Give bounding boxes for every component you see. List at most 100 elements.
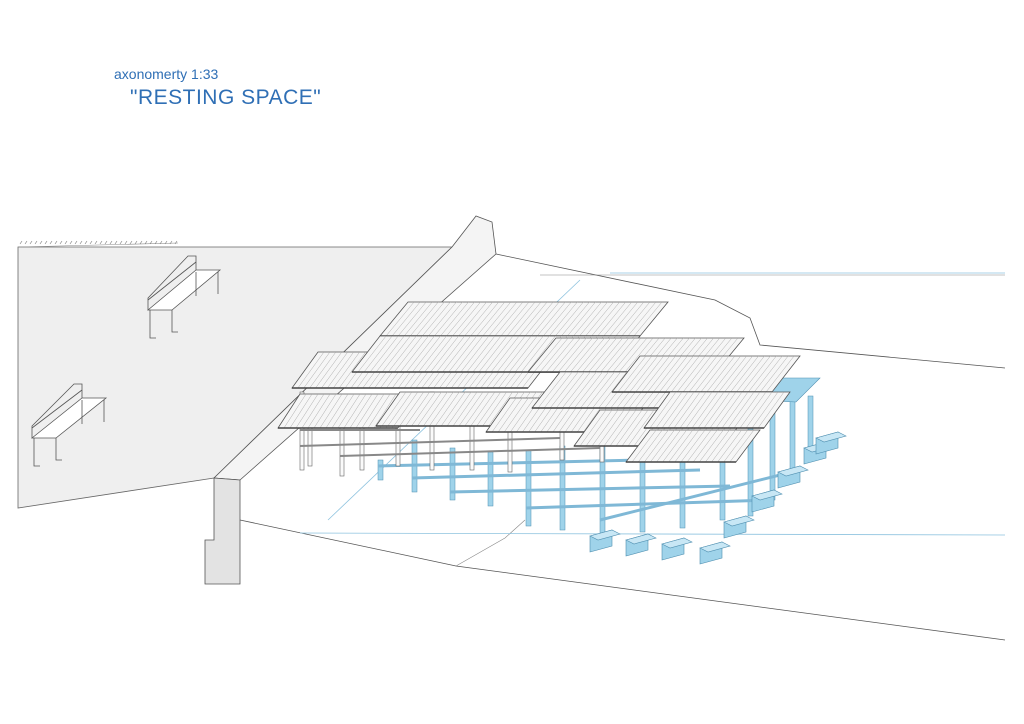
deck-slat	[417, 391, 442, 427]
deck-slat	[460, 335, 490, 373]
deck-slat	[446, 391, 472, 427]
blue-beam	[525, 498, 771, 510]
deck-slat	[727, 391, 755, 429]
deck-slat	[549, 301, 578, 337]
deck-slat	[497, 397, 523, 433]
deck-slat	[349, 393, 373, 429]
deck-slat	[570, 337, 599, 373]
deck-slat	[442, 335, 471, 373]
railing-tick	[59, 240, 63, 245]
railing-tick	[19, 240, 23, 245]
deck-slat	[440, 301, 469, 337]
deck-slat	[564, 337, 593, 373]
railing-tick	[29, 240, 33, 245]
deck-slat	[715, 391, 743, 429]
deck-slat	[400, 335, 429, 373]
deck-slat	[656, 429, 681, 463]
deck-slat	[506, 301, 536, 337]
deck-slat	[739, 391, 767, 429]
railing-tick	[49, 240, 53, 245]
floating-pontoons	[589, 431, 847, 565]
deck-slat	[649, 391, 677, 429]
deck-slat	[612, 337, 642, 373]
railing-tick	[149, 240, 153, 245]
railing-edge	[19, 240, 178, 245]
deck-slat	[484, 335, 514, 373]
deck-slat	[688, 355, 718, 393]
deck-slat	[733, 391, 761, 429]
deck-slat	[638, 429, 663, 463]
deck-slat	[765, 355, 795, 393]
deck-slat	[699, 429, 724, 463]
deck-slat	[650, 429, 675, 463]
deck-slat	[568, 371, 597, 409]
pontoon-top	[589, 529, 621, 541]
deck-slat	[609, 409, 637, 447]
deck-slat	[647, 355, 676, 393]
deck-slat	[685, 391, 713, 429]
deck-slat	[490, 335, 520, 373]
deck-slat	[283, 393, 307, 429]
deck-slat	[662, 429, 687, 463]
deck-slat	[721, 391, 749, 429]
deck-slat	[424, 335, 453, 373]
deck-slat	[333, 351, 360, 389]
deck-slat	[482, 391, 507, 427]
deck-slat	[567, 301, 596, 337]
deck-slat	[594, 337, 623, 373]
deck-slat	[627, 301, 657, 337]
grey-beam	[299, 437, 561, 447]
deck-slat	[309, 351, 337, 389]
deck-slat	[343, 393, 367, 429]
deck-slat	[373, 393, 397, 429]
slatted-decks	[277, 301, 801, 463]
deck-slat	[297, 351, 325, 389]
deck-slat	[458, 301, 487, 337]
railing-tick	[34, 240, 38, 245]
railing-tick	[89, 240, 93, 245]
deck-slat	[482, 301, 511, 337]
deck-slat	[472, 335, 502, 373]
deck-slat	[609, 301, 638, 337]
deck-slat	[369, 335, 399, 373]
deck-slat	[592, 371, 621, 409]
deck-slat	[464, 391, 490, 427]
railing-tick	[99, 240, 103, 245]
railing-tick	[159, 240, 163, 245]
deck-slat	[671, 355, 700, 393]
deck-slat	[387, 391, 413, 427]
deck-slat	[579, 409, 607, 447]
deck-slat	[543, 301, 572, 337]
deck-slat	[357, 335, 387, 373]
deck-slat	[633, 301, 663, 337]
deck-slat	[623, 355, 653, 393]
deck-slat	[361, 393, 385, 429]
drawing-scale-label: axonomerty 1:33	[114, 66, 219, 82]
deck-slat	[295, 393, 319, 429]
deck-slat	[724, 355, 753, 393]
deck-slat	[466, 335, 496, 373]
deck-slat	[289, 393, 313, 429]
deck-slat	[618, 337, 648, 373]
deck-slat	[653, 355, 682, 393]
deck-slat	[500, 301, 530, 337]
deck-slat	[742, 355, 771, 393]
deck-slat	[712, 355, 741, 393]
railing-tick	[119, 240, 123, 245]
railing-tick	[134, 240, 138, 245]
deck-slat	[385, 301, 415, 337]
deck-slat	[748, 355, 777, 393]
deck-slat	[488, 301, 518, 337]
deck-slat	[428, 301, 457, 337]
deck-slat	[546, 337, 575, 373]
railing-tick	[129, 240, 133, 245]
deck-slat	[617, 355, 647, 393]
railing-tick	[94, 240, 98, 245]
pontoon-top	[661, 537, 693, 549]
deck-slat	[327, 351, 354, 389]
deck-slat	[393, 391, 418, 427]
deck-slat	[754, 355, 783, 393]
deck-slat	[680, 429, 706, 463]
deck-slat	[411, 391, 436, 427]
railing-tick	[124, 240, 128, 245]
